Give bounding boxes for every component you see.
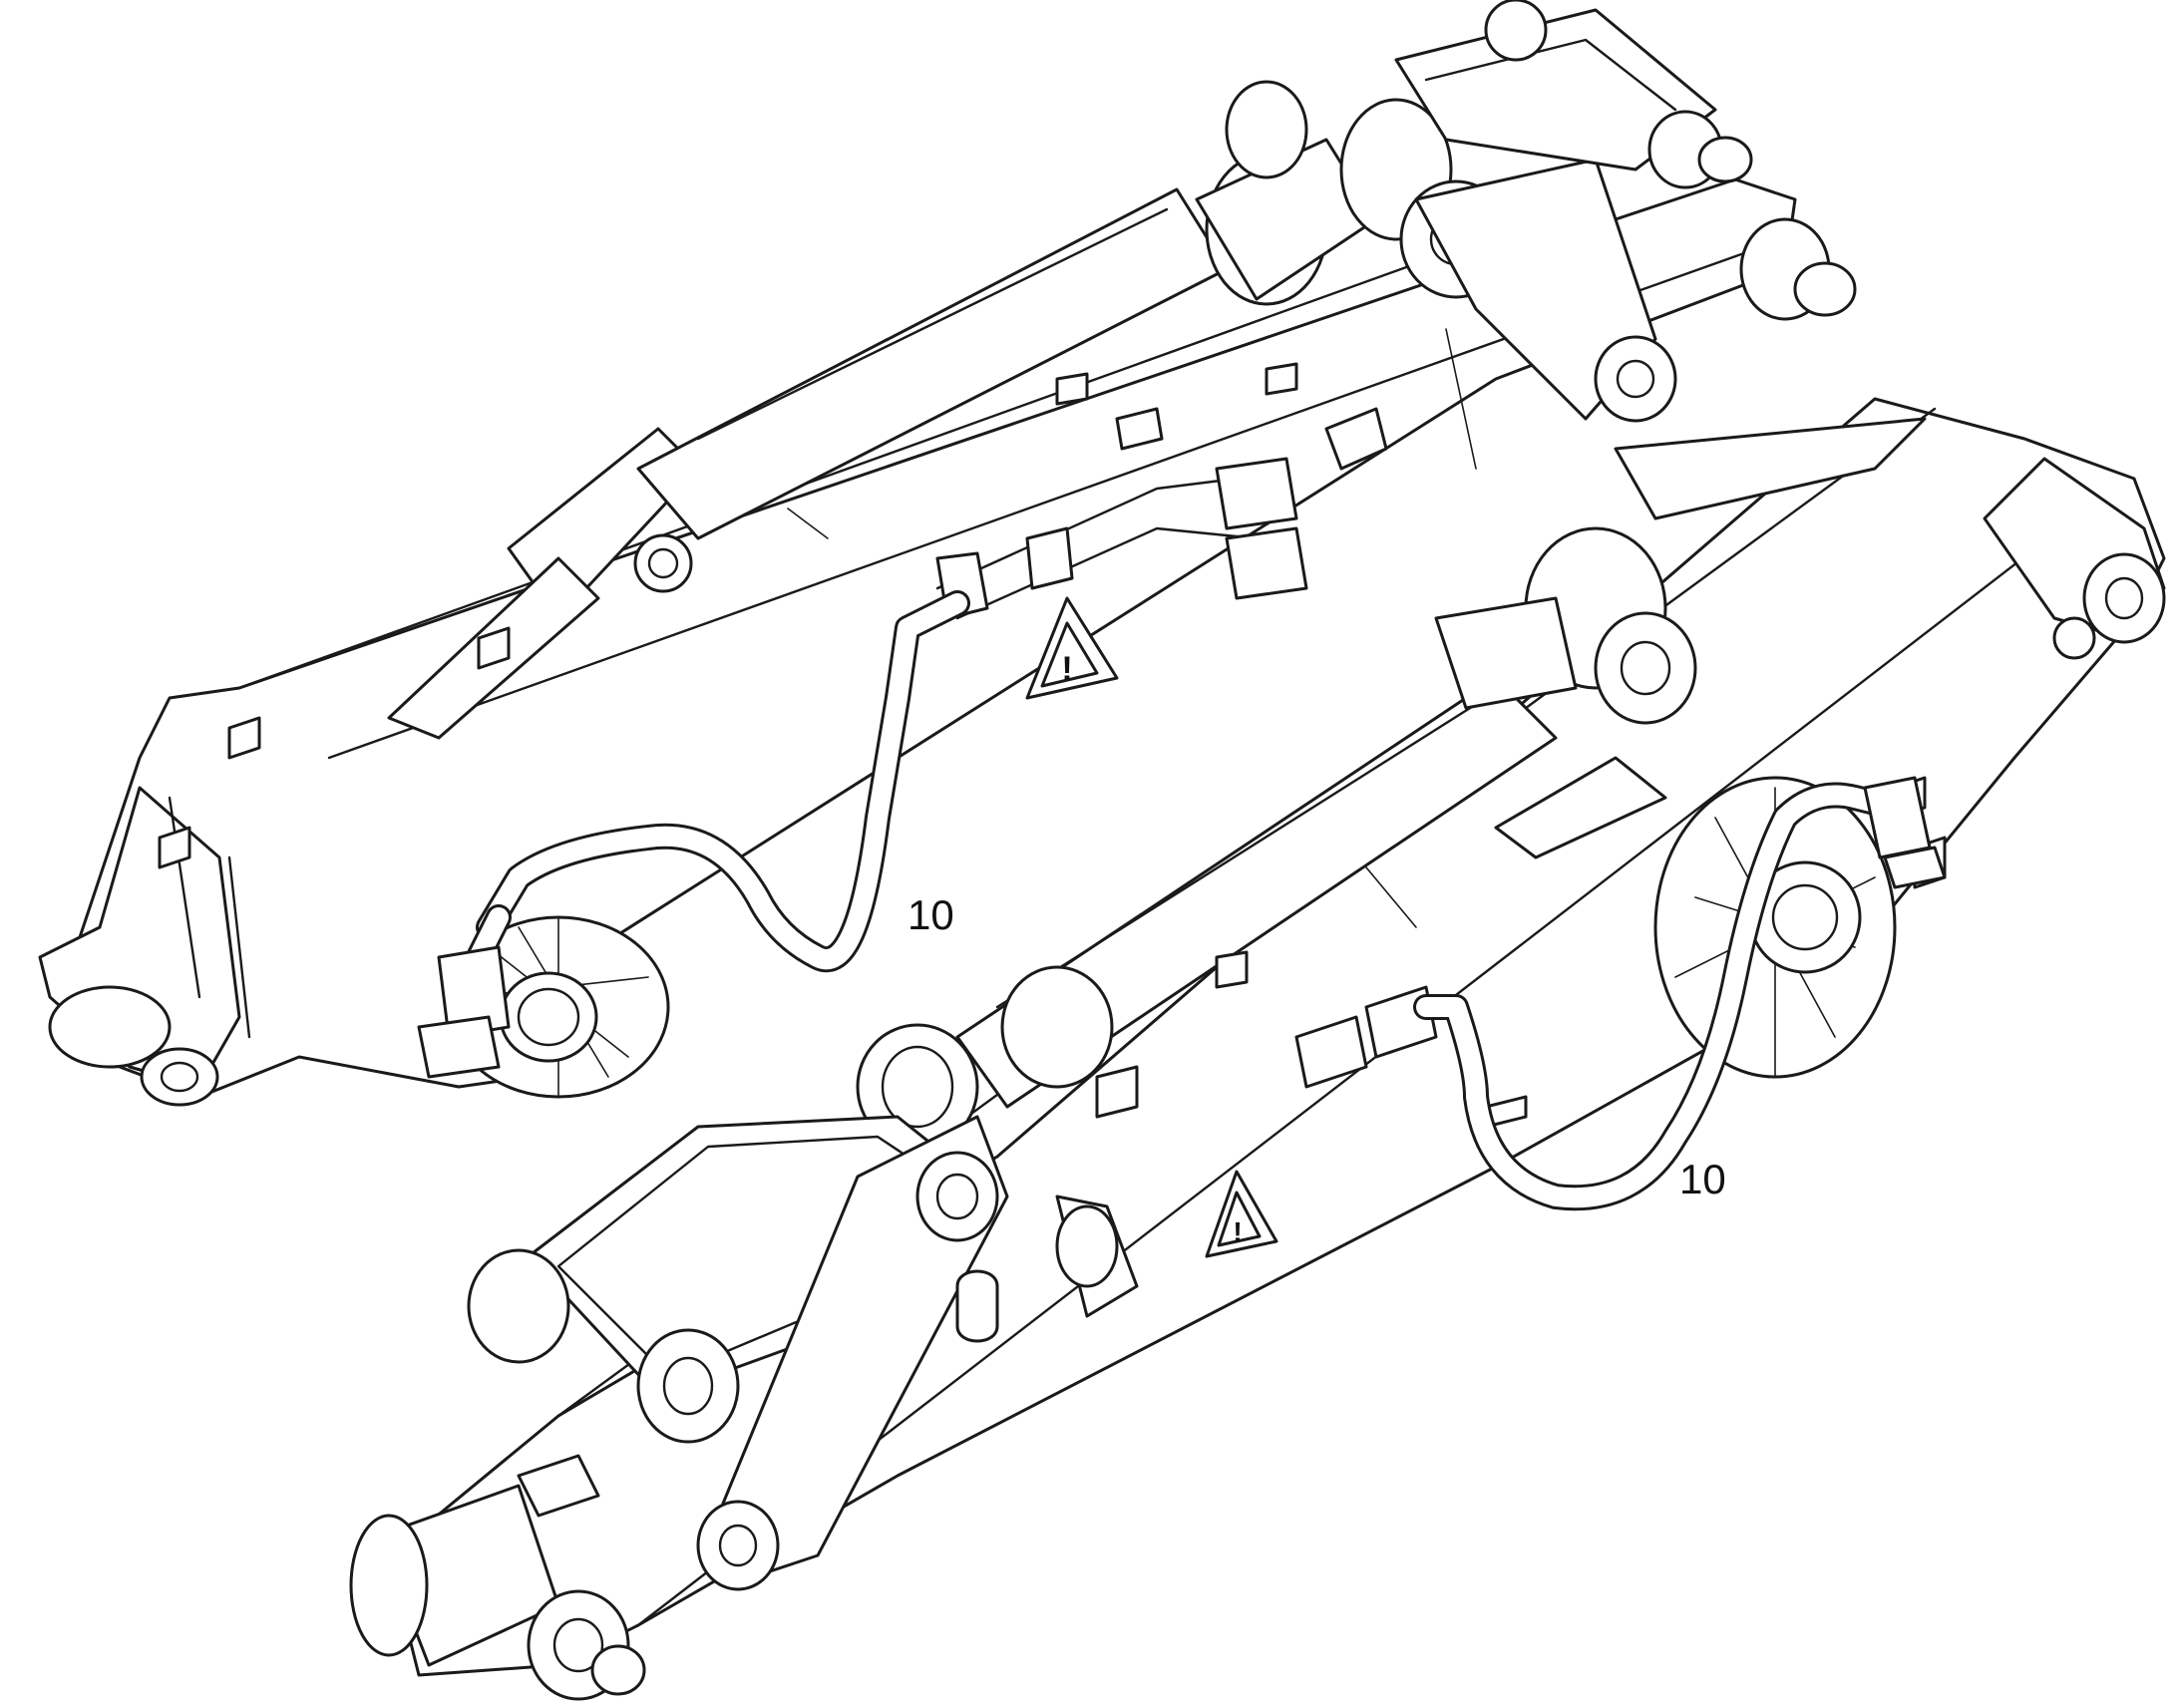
lower-boom-hose [1413,776,1947,1211]
warning-triangle-icon: ! [1205,1170,1278,1258]
callout-upper-hose: 10 [908,891,954,938]
upper-rear-pin-top [1697,136,1753,183]
upper-rear-pin-bottom [1793,261,1857,317]
upper-boom-assembly [38,0,1857,1107]
upper-front-pin [48,985,172,1069]
warning-triangle-icon: ! [1025,596,1119,700]
warning-mark-upper: ! [1061,650,1072,688]
warning-mark-lower: ! [1233,1216,1242,1247]
upper-boom-hose [417,590,970,1079]
lower-boom-assembly [349,397,2166,1701]
lower-rear-pin [2082,552,2166,644]
callout-lower-hose: 10 [1679,1156,1726,1202]
